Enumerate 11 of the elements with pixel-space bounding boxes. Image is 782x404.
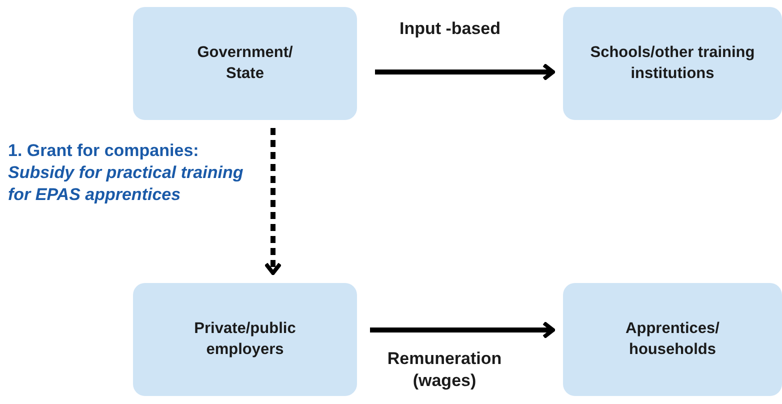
arrow (370, 321, 555, 339)
node-label: Apprentices/ households (624, 319, 720, 360)
rounded-box (133, 7, 357, 120)
node-label: Schools/other training institutions (589, 43, 756, 84)
rounded-box (563, 283, 782, 396)
rounded-box (133, 283, 357, 396)
arrow (375, 63, 555, 81)
arrow (264, 128, 282, 275)
node-label: Government/ State (196, 43, 294, 84)
rounded-box (563, 7, 782, 120)
node-label: Private/public employers (193, 319, 297, 360)
